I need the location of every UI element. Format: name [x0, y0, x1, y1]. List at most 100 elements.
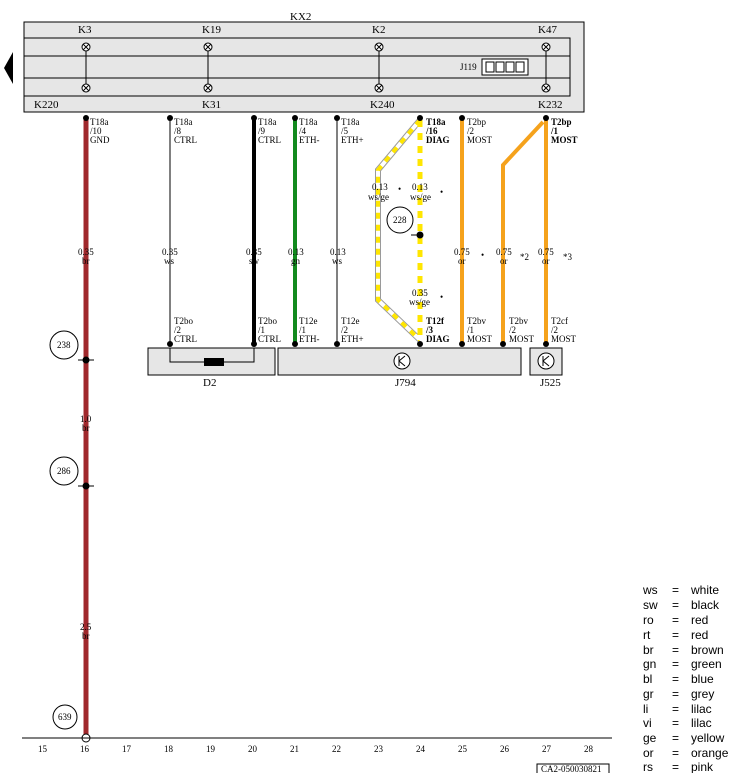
component-d2[interactable]: [147, 347, 276, 376]
svg-text:green: green: [691, 657, 722, 671]
svg-text:red: red: [691, 613, 708, 627]
svg-text:red: red: [691, 628, 708, 642]
connector-markers-bottom: [167, 341, 549, 347]
svg-text:0.13: 0.13: [330, 247, 346, 257]
svg-text:228: 228: [393, 215, 407, 225]
svg-text:•: •: [481, 250, 484, 260]
svg-text:0.13: 0.13: [288, 247, 304, 257]
reference-639[interactable]: 639: [52, 704, 78, 730]
svg-text:sw: sw: [249, 256, 260, 266]
svg-text:=: =: [672, 628, 679, 642]
svg-text:MOST: MOST: [509, 334, 535, 344]
svg-text:/1: /1: [550, 126, 559, 136]
svg-text:/16: /16: [425, 126, 438, 136]
document-code: CA2-050030821: [541, 764, 602, 773]
pin-label-k240: K240: [370, 99, 395, 111]
svg-text:/8: /8: [174, 126, 182, 136]
wire-most-orange-2[interactable]: [501, 120, 545, 344]
svg-text:17: 17: [122, 744, 132, 754]
j119-label: J119: [460, 62, 477, 72]
svg-text:T2cf: T2cf: [551, 316, 568, 326]
svg-text:T2bv: T2bv: [509, 316, 528, 326]
wire-diag-wsge[interactable]: [375, 118, 423, 343]
svg-text:lilac: lilac: [691, 716, 712, 730]
svg-text:0.13: 0.13: [372, 182, 388, 192]
svg-text:ETH+: ETH+: [341, 135, 364, 145]
svg-text:or: or: [542, 256, 550, 266]
color-legend: ws=white sw=black ro=red rt=red br=brown…: [642, 583, 729, 773]
svg-text:CTRL: CTRL: [174, 334, 197, 344]
svg-text:CTRL: CTRL: [258, 135, 281, 145]
j794-label: J794: [395, 377, 416, 389]
svg-text:23: 23: [374, 744, 384, 754]
svg-text:CTRL: CTRL: [174, 135, 197, 145]
svg-text:=: =: [672, 643, 679, 657]
svg-text:T12f: T12f: [426, 316, 445, 326]
svg-text:blue: blue: [691, 672, 714, 686]
svg-text:pink: pink: [691, 760, 714, 773]
svg-text:grey: grey: [691, 687, 714, 701]
svg-text:ws: ws: [164, 256, 174, 266]
svg-text:/1: /1: [258, 325, 265, 335]
reference-286[interactable]: 286: [49, 456, 79, 486]
bulb-icon-row-top: [81, 42, 551, 52]
bottom-connector-labels: T2bo /2 CTRL T2bo /1 CTRL T12e /1 ETH- T…: [174, 316, 577, 344]
brown-color-2: br: [82, 631, 90, 641]
svg-text:T18a: T18a: [258, 117, 277, 127]
svg-text:ws/ge: ws/ge: [368, 192, 389, 202]
svg-text:*2: *2: [520, 252, 529, 262]
svg-text:22: 22: [332, 744, 341, 754]
wire-top-labels: T18a /10 GND T18a /8 CTRL T18a /9 CTRL T…: [90, 117, 578, 145]
svg-text:T18a: T18a: [426, 117, 446, 127]
svg-text:MOST: MOST: [467, 135, 493, 145]
svg-text:20: 20: [248, 744, 258, 754]
svg-text:rt: rt: [643, 628, 651, 642]
svg-text:MOST: MOST: [467, 334, 493, 344]
svg-text:ro: ro: [643, 613, 654, 627]
svg-text:=: =: [672, 716, 679, 730]
svg-text:0.35: 0.35: [246, 247, 262, 257]
svg-text:ge: ge: [643, 731, 657, 745]
svg-text:T2bo: T2bo: [174, 316, 193, 326]
svg-text:15: 15: [38, 744, 48, 754]
svg-text:/2: /2: [551, 325, 558, 335]
svg-text:0.35: 0.35: [412, 288, 428, 298]
j119-display-icon: [481, 58, 529, 76]
svg-text:T18a: T18a: [299, 117, 318, 127]
svg-text:lilac: lilac: [691, 702, 712, 716]
svg-text:T2bp: T2bp: [551, 117, 572, 127]
ruler: 15 16 17 18 19 20 21 22 23 24 25 26 27 2…: [38, 744, 594, 754]
svg-text:=: =: [672, 687, 679, 701]
reference-228[interactable]: 228: [386, 206, 414, 234]
pin-label-k2: K2: [372, 24, 385, 36]
svg-text:19: 19: [206, 744, 216, 754]
svg-text:DIAG: DIAG: [426, 135, 450, 145]
svg-text:T12e: T12e: [341, 316, 360, 326]
svg-text:ETH-: ETH-: [299, 135, 320, 145]
svg-text:T2bp: T2bp: [467, 117, 486, 127]
svg-text:gn: gn: [643, 657, 656, 671]
d2-label: D2: [203, 377, 216, 389]
svg-text:/2: /2: [174, 325, 181, 335]
svg-text:rs: rs: [643, 760, 653, 773]
svg-text:bl: bl: [643, 672, 652, 686]
brown-gauge-2: 2.5: [80, 622, 92, 632]
reference-238[interactable]: 238: [49, 330, 79, 360]
svg-text:18: 18: [164, 744, 174, 754]
svg-text:vi: vi: [643, 716, 652, 730]
svg-text:sw: sw: [643, 598, 658, 612]
svg-text:gn: gn: [291, 256, 301, 266]
svg-text:=: =: [672, 760, 679, 773]
svg-text:•: •: [440, 187, 443, 197]
svg-text:orange: orange: [691, 746, 729, 760]
brown-gauge-1: 1.0: [80, 414, 92, 424]
svg-text:brown: brown: [691, 643, 724, 657]
svg-text:=: =: [672, 657, 679, 671]
svg-text:T18a: T18a: [174, 117, 193, 127]
svg-text:238: 238: [57, 340, 71, 350]
svg-text:/10: /10: [90, 126, 102, 136]
page-back-arrow[interactable]: [4, 52, 13, 84]
svg-text:MOST: MOST: [551, 334, 577, 344]
svg-text:ws/ge: ws/ge: [409, 297, 430, 307]
svg-text:T18a: T18a: [90, 117, 109, 127]
